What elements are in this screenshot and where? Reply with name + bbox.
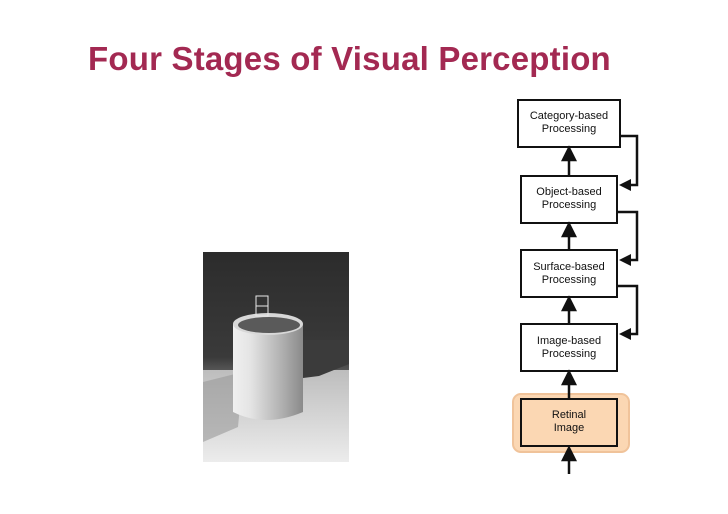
stage-box-category: Category-based Processing [517, 99, 621, 148]
stage-box-image: Image-based Processing [520, 323, 618, 372]
stage-box-object: Object-based Processing [520, 175, 618, 224]
stage-category-line2: Processing [542, 123, 596, 135]
mug-photo-svg [203, 252, 349, 462]
arrow-object-to-category-head [560, 145, 578, 162]
stage-category-line1: Category-based [530, 110, 608, 122]
stage-retinal-line1: Retinal [552, 409, 586, 421]
stage-object-line1: Object-based [536, 186, 601, 198]
stage-object-line2: Processing [542, 199, 596, 211]
stage-image-line1: Image-based [537, 335, 601, 347]
stage-box-surface: Surface-based Processing [520, 249, 618, 298]
feedback-arrowhead-1 [619, 179, 631, 191]
feedback-object-to-surface [617, 210, 639, 262]
feedback-arrowhead-2 [619, 254, 631, 266]
stage-image-line2: Processing [542, 348, 596, 360]
slide-title: Four Stages of Visual Perception [88, 40, 611, 77]
feedback-category-to-object [620, 134, 639, 187]
mug-photo [203, 252, 349, 462]
feedback-surface-to-image [617, 284, 639, 336]
stage-surface-line1: Surface-based [533, 261, 605, 273]
arrow-retinal-to-image-head [560, 369, 578, 386]
stage-retinal-line2: Image [554, 422, 585, 434]
stage-surface-line2: Processing [542, 274, 596, 286]
arrow-image-to-surface-head [560, 295, 578, 312]
feedback-arrowhead-3 [619, 328, 631, 340]
arrow-into-retinal-head [560, 445, 578, 462]
arrow-surface-to-object-head [560, 221, 578, 238]
